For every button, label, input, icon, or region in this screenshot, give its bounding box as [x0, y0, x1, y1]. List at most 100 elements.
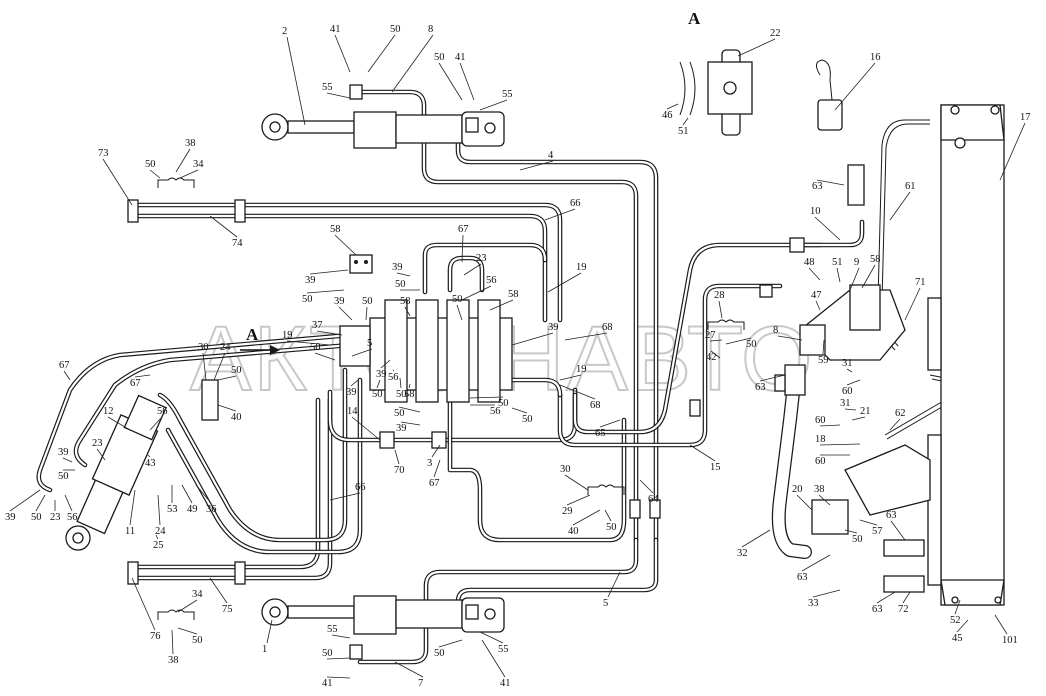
callout-63c: 63	[886, 510, 897, 521]
callout-64: 64	[648, 494, 659, 505]
callout-55d: 55	[498, 644, 509, 655]
leader-line-41b	[459, 62, 475, 101]
callout-37: 37	[312, 320, 323, 331]
callout-39g: 39	[396, 423, 407, 434]
callout-39d: 39	[548, 322, 559, 333]
leader-line-55b	[479, 99, 508, 111]
leader-line-64	[639, 479, 654, 494]
callout-76: 76	[150, 631, 161, 642]
callout-7: 7	[418, 678, 423, 689]
leader-line-56e	[64, 494, 73, 512]
leader-line-50h	[314, 352, 336, 361]
leader-line-40a	[217, 404, 237, 412]
callout-8: 8	[428, 24, 433, 35]
leader-line-41d	[481, 639, 506, 678]
callout-70: 70	[394, 465, 405, 476]
leader-line-36	[195, 484, 212, 504]
leader-line-39f	[350, 379, 359, 387]
callout-101: 101	[1002, 635, 1018, 646]
callout-53: 53	[167, 504, 178, 515]
callout-58e: 58	[404, 389, 415, 400]
callout-50e: 50	[302, 294, 313, 305]
joystick-16	[816, 59, 843, 131]
callout-22: 22	[770, 28, 781, 39]
callout-39c: 39	[334, 296, 345, 307]
callout-18: 18	[815, 434, 826, 445]
leader-line-34a	[179, 169, 199, 179]
callout-50d: 50	[395, 279, 406, 290]
leader-line-38c	[171, 629, 174, 655]
callout-39b: 39	[305, 275, 316, 286]
leader-line-61	[889, 191, 911, 221]
leader-line-39b	[309, 269, 349, 275]
leader-line-18	[819, 443, 861, 446]
leader-line-24a	[213, 352, 226, 381]
callout-23c: 23	[50, 512, 61, 523]
leader-line-23b	[96, 448, 106, 461]
cylinder-left	[65, 394, 167, 551]
leader-line-2	[286, 36, 306, 126]
callout-38a: 38	[185, 138, 196, 149]
leader-line-50i	[399, 377, 402, 389]
leader-line-56a	[461, 285, 492, 301]
callout-73: 73	[98, 148, 109, 159]
callout-58a: 58	[330, 224, 341, 235]
leader-line-24b	[157, 494, 161, 526]
cooler-17	[927, 104, 1005, 606]
leader-line-58a	[334, 234, 357, 256]
callout-1: 1	[262, 644, 267, 655]
leader-line-46	[666, 103, 679, 110]
callout-41d: 41	[500, 678, 511, 689]
leader-line-10	[814, 216, 841, 241]
callout-30a: 30	[198, 342, 209, 353]
leader-line-41c	[326, 676, 351, 679]
leader-line-49	[181, 484, 193, 504]
callout-38b: 38	[814, 484, 825, 495]
leader-line-50f	[365, 306, 368, 321]
callout-61: 61	[905, 181, 916, 192]
view-a-assembly	[679, 49, 753, 136]
callout-50i: 50	[396, 389, 407, 400]
callout-39f: 39	[346, 387, 357, 398]
leader-line-14	[351, 416, 381, 441]
callout-12: 12	[103, 406, 114, 417]
callout-31a: 31	[842, 358, 853, 369]
callout-5b: 5	[603, 598, 608, 609]
callout-56c: 56	[157, 406, 168, 417]
leader-line-73	[102, 158, 133, 206]
leader-line-50j	[511, 407, 528, 414]
callout-39e: 39	[376, 369, 387, 380]
leader-line-101	[994, 614, 1008, 635]
callout-4: 4	[548, 150, 554, 161]
leader-line-72	[902, 591, 911, 604]
callout-30b: 30	[560, 464, 571, 475]
callout-50t: 50	[192, 635, 203, 646]
callout-66a: 66	[570, 198, 581, 209]
callout-63a: 63	[812, 181, 823, 192]
leader-line-58d	[404, 306, 411, 317]
leader-line-50o	[469, 396, 504, 399]
callout-50m: 50	[372, 389, 383, 400]
leader-line-55a	[326, 92, 351, 99]
fittings	[127, 199, 805, 585]
callout-50b: 50	[434, 52, 445, 63]
leader-line-15	[689, 444, 716, 462]
leader-line-58c	[489, 299, 514, 311]
callout-19a: 19	[576, 262, 587, 273]
callout-24b: 24	[155, 526, 166, 537]
callout-50a: 50	[390, 24, 401, 35]
leader-line-31a	[846, 368, 853, 373]
callout-55a: 55	[322, 82, 333, 93]
leader-line-4	[519, 160, 554, 171]
callout-8b: 8	[773, 325, 778, 336]
callout-55b: 55	[502, 89, 513, 100]
callout-58d: 58	[400, 296, 411, 307]
callout-50r: 50	[606, 522, 617, 533]
callout-60b: 60	[815, 415, 826, 426]
hose-lines	[36, 89, 960, 665]
leader-line-25	[155, 534, 159, 540]
callout-58c: 58	[508, 289, 519, 300]
leader-line-39a	[396, 272, 411, 277]
leader-line-50n	[398, 406, 421, 413]
